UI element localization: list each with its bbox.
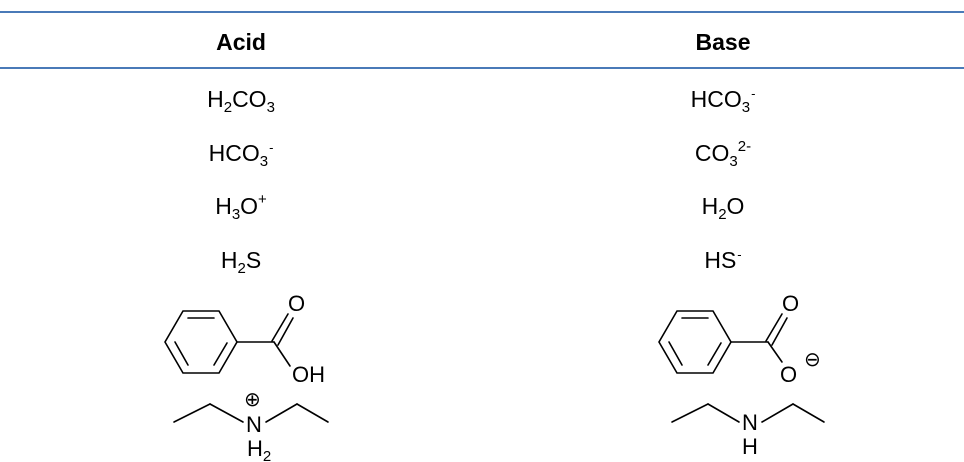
base-water: H2O: [701, 193, 745, 223]
base-carbonate: CO32-: [694, 138, 752, 170]
ammonium-hydrogen: H2: [247, 436, 271, 462]
negative-charge-icon: ⊖: [804, 349, 821, 371]
table-top-rule: [0, 11, 964, 13]
amine-hydrogen: H: [742, 434, 758, 459]
ammonium-charge-icon: ⊕: [244, 389, 261, 411]
header-base: Base: [695, 29, 751, 55]
acid-bicarbonate: HCO3-: [208, 140, 274, 170]
header-acid: Acid: [216, 29, 266, 55]
header-bottom-rule: [0, 67, 964, 69]
acid-hydrogen-sulfide: H2S: [220, 247, 262, 277]
benzoate-carbonyl-o: O: [782, 291, 799, 316]
amine-nitrogen: N: [742, 410, 758, 435]
acid-carbonic-acid: H2CO3: [207, 86, 275, 116]
acid-hydronium: H3O+: [215, 191, 267, 223]
ammonium-nitrogen: N: [246, 412, 262, 437]
benzoic-acid-structure: O OH: [164, 291, 325, 382]
base-bicarbonate: HCO3-: [690, 86, 756, 116]
base-bisulfide: HS-: [704, 247, 742, 273]
benzoic-acid-hydroxyl: OH: [292, 362, 325, 382]
benzoic-acid-carbonyl-o: O: [288, 291, 305, 316]
benzoate-structure: O O ⊖: [658, 291, 821, 382]
benzoate-o-minus: O: [780, 362, 797, 382]
diethylamine-structure: N H: [671, 403, 825, 459]
diethylammonium-structure: ⊕ N H2: [173, 389, 329, 462]
